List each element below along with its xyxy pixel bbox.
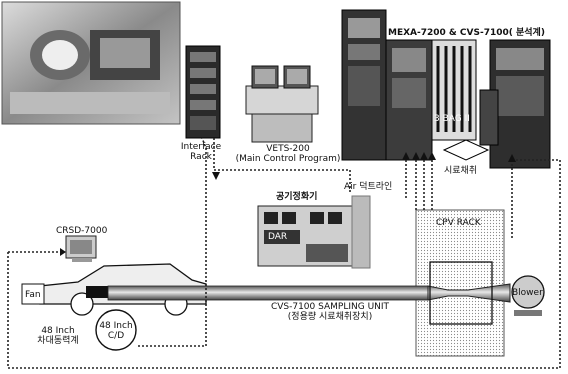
air-duct: [352, 196, 370, 268]
vets-label: VETS-200 (Main Control Program): [232, 144, 344, 164]
dar-label: DAR: [268, 232, 287, 242]
cvs-rack-box: [416, 210, 504, 356]
cvs-unit-label: CVS-7100 SAMPLING UNIT (정용량 시료채취장치): [252, 302, 408, 322]
cd-label: 48 Inch C/D: [96, 321, 136, 341]
bag-label: 3 BAG II: [434, 114, 470, 124]
crsd-monitor: [66, 236, 96, 262]
interface-rack-label: Interface Rack: [176, 142, 226, 162]
chassis-label: 48 Inch 차대동력계: [28, 326, 88, 346]
vets-workstation: [246, 66, 318, 142]
interface-rack: [186, 46, 220, 138]
sampling-label: 시료채취: [444, 166, 477, 176]
air-purifier-label: 공기정화기: [276, 192, 317, 202]
fan-label: Fan: [25, 290, 41, 300]
cvs-rack-label: CPV RACK: [436, 218, 481, 228]
engine-photo: [2, 2, 180, 124]
blower-label: Blower: [512, 288, 543, 298]
mexa-label: MEXA-7200 & CVS-7100( 분석계): [388, 28, 545, 38]
air-duct-label: Air 덕트라인: [344, 182, 392, 192]
crsd-label: CRSD-7000: [56, 226, 107, 236]
